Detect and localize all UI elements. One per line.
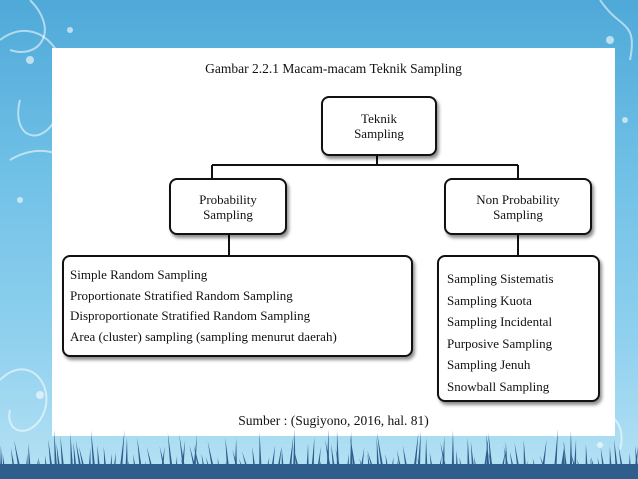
- list-item: Purposive Sampling: [447, 335, 553, 351]
- probability-node-label: Probability Sampling: [199, 191, 257, 222]
- root-node-label: Teknik Sampling: [354, 111, 404, 141]
- list-item: Snowball Sampling: [447, 378, 550, 394]
- list-item: Proportionate Stratified Random Sampling: [70, 287, 293, 303]
- non-probability-methods-list: Sampling Sistematis Sampling Kuota Sampl…: [437, 255, 600, 402]
- slide-content-area: Gambar 2.2.1 Macam-macam Teknik Sampling…: [52, 48, 615, 436]
- grass-decoration: [0, 429, 638, 479]
- root-node-teknik-sampling: Teknik Sampling: [321, 96, 437, 156]
- list-item: Disproportionate Stratified Random Sampl…: [70, 308, 311, 323]
- figure-caption: Gambar 2.2.1 Macam-macam Teknik Sampling: [205, 61, 462, 76]
- source-citation: Sumber : (Sugiyono, 2016, hal. 81): [238, 413, 429, 428]
- non-probability-sampling-node: Non Probability Sampling: [444, 178, 592, 235]
- list-item: Sampling Jenuh: [447, 357, 531, 372]
- list-item: Sampling Sistematis: [447, 271, 554, 286]
- list-item: Area (cluster) sampling (sampling menuru…: [70, 328, 337, 344]
- activation-watermark: Activat: [566, 416, 606, 431]
- list-item: Sampling Kuota: [447, 292, 532, 308]
- list-item: Sampling Incidental: [447, 314, 553, 329]
- list-item: Simple Random Sampling: [70, 267, 208, 282]
- key-icon: [531, 411, 558, 438]
- non-probability-node-label: Non Probability Sampling: [476, 191, 560, 222]
- probability-sampling-node: Probability Sampling: [169, 178, 287, 235]
- probability-methods-list: Simple Random Sampling Proportionate Str…: [62, 255, 413, 357]
